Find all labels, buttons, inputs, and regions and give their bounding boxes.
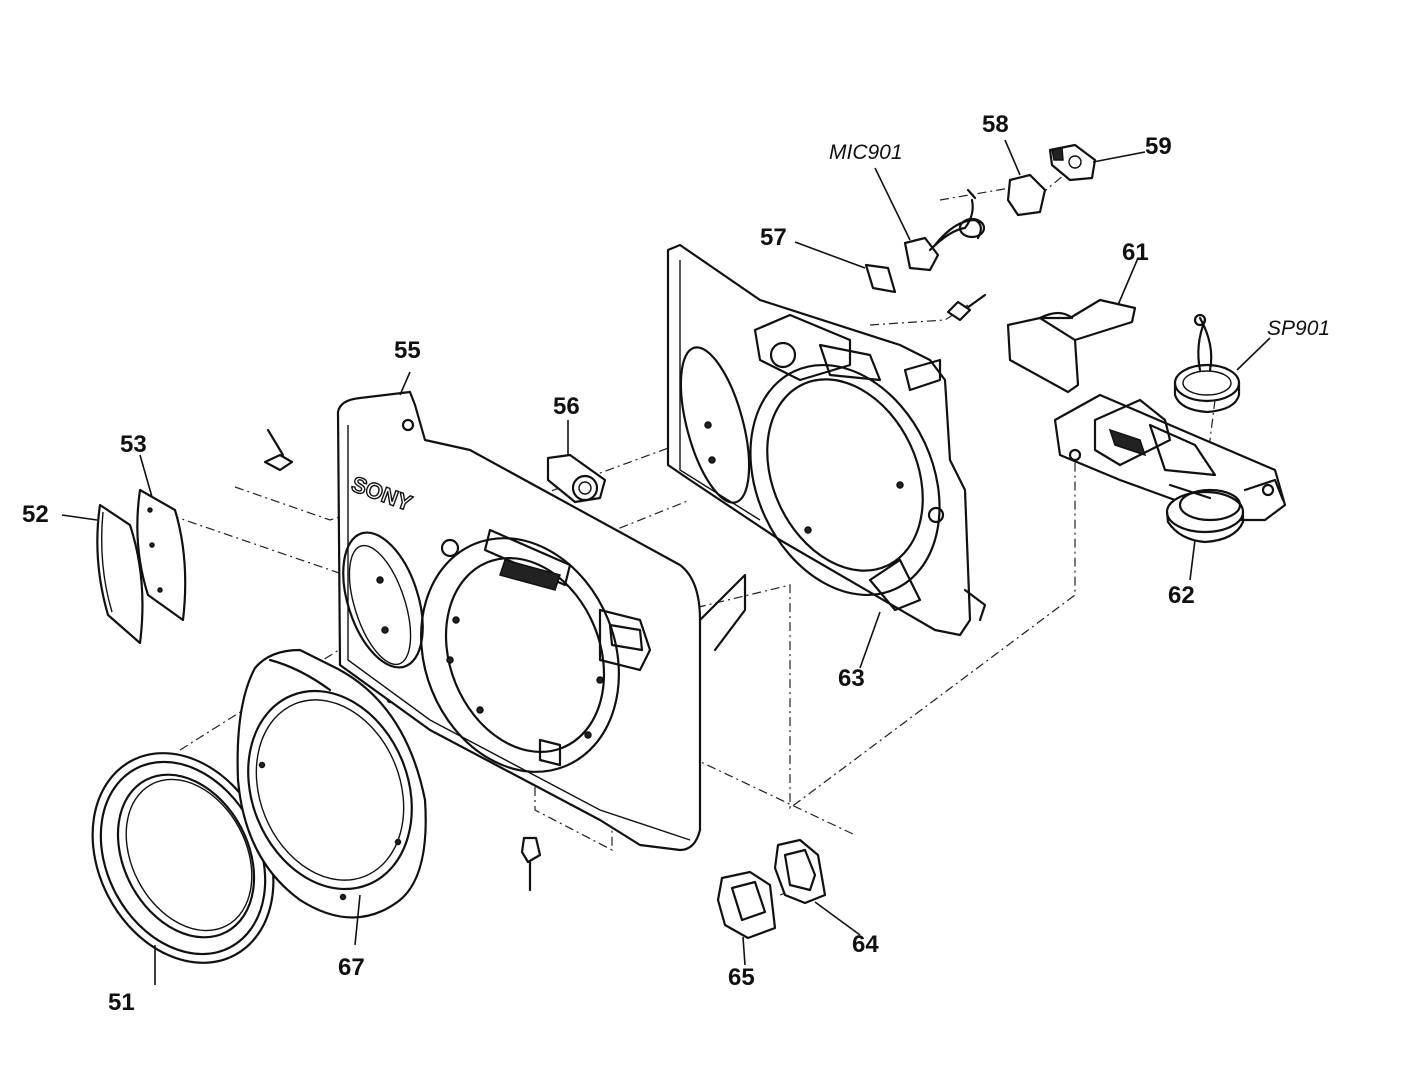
part-59-bracket (1048, 143, 1097, 182)
part-56-button (546, 453, 607, 504)
part-55-front-cabinet: SONY (336, 390, 747, 852)
part-52-cover-plate (96, 503, 144, 645)
sp901-speaker (1173, 313, 1241, 414)
part-51-lens-ring (91, 752, 275, 964)
label-63: 63 (838, 665, 865, 692)
part-64-window (773, 838, 827, 905)
part-57-plate (864, 263, 897, 294)
label-mic901: MIC901 (829, 141, 903, 164)
label-55: 55 (394, 337, 421, 364)
label-64: 64 (852, 931, 879, 958)
label-sp901: SP901 (1267, 317, 1330, 340)
label-62: 62 (1168, 582, 1195, 609)
part-61-holder (1006, 298, 1137, 394)
label-67: 67 (338, 954, 365, 981)
label-56: 56 (553, 393, 580, 420)
screw-icon (263, 428, 294, 472)
part-67-lens-bezel (236, 648, 427, 919)
screw-icon (520, 836, 542, 892)
screw-icon (946, 293, 987, 322)
part-63-frame-chassis (666, 243, 987, 637)
part-65-window (716, 870, 777, 940)
part-58-cushion (1006, 173, 1047, 217)
mic901-microphone (903, 188, 986, 272)
part-labels: 52 53 51 67 55 56 57 MIC901 58 59 61 SP9… (22, 111, 1330, 1016)
part-53-cover-plate (136, 488, 187, 622)
leader-lines (61, 139, 1271, 985)
label-51: 51 (108, 989, 135, 1016)
part-62-speaker-holder (1053, 393, 1287, 544)
label-52: 52 (22, 501, 49, 528)
label-65: 65 (728, 964, 755, 991)
label-53: 53 (120, 431, 147, 458)
label-57: 57 (760, 224, 787, 251)
label-58: 58 (982, 111, 1009, 138)
label-59: 59 (1145, 133, 1172, 160)
label-61: 61 (1122, 239, 1149, 266)
